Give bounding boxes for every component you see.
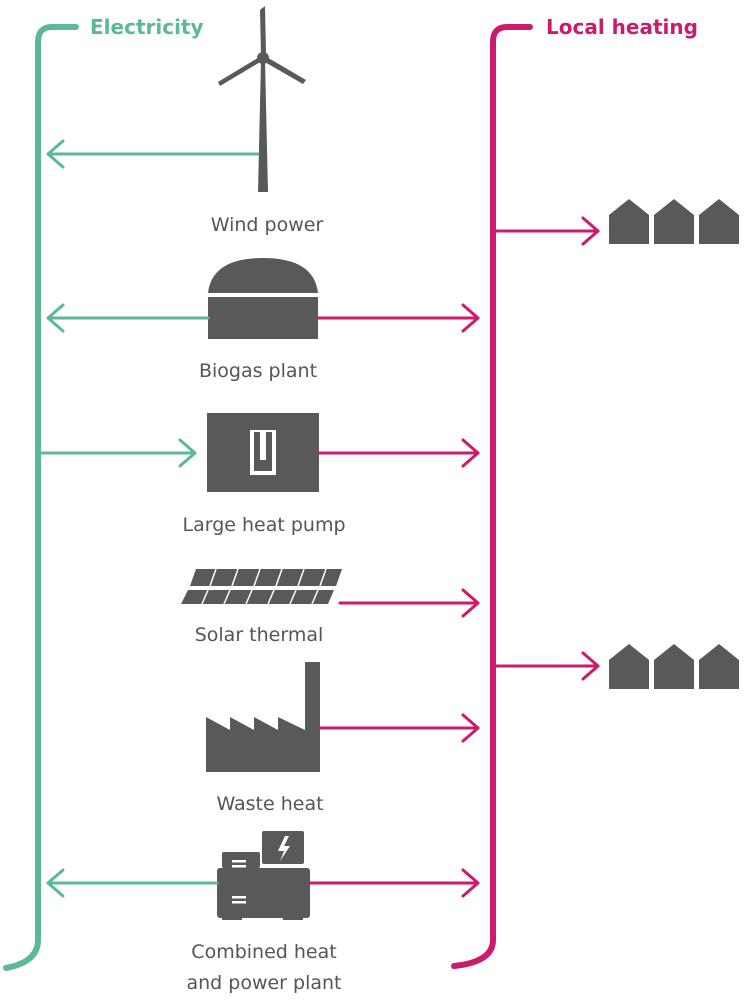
biogas-to-electricity-arrow <box>46 303 210 333</box>
waste-heat-source: Waste heat <box>206 662 324 815</box>
heat-pump-label: Large heat pump <box>182 514 345 536</box>
chp-to-electricity-arrow <box>46 868 219 898</box>
biogas-plant-source: Biogas plant <box>199 258 318 382</box>
heat-pump-icon <box>207 413 319 492</box>
chp-plant-label-line-1: Combined heat <box>191 941 336 963</box>
heat-pump-to-heating-arrow <box>317 438 480 468</box>
chp-plant-source: Combined heat and power plant <box>186 831 342 994</box>
electricity-bus-line <box>3 24 79 971</box>
waste-heat-label: Waste heat <box>216 793 323 815</box>
electricity-bus-label: Electricity <box>90 15 204 39</box>
biogas-to-heating-arrow <box>316 303 480 333</box>
biogas-dome-icon <box>208 258 318 339</box>
heat-pump-source: Large heat pump <box>182 413 346 536</box>
chp-generator-icon <box>217 831 310 920</box>
chp-plant-label-line-2: and power plant <box>186 972 341 994</box>
electricity-to-heat-pump-arrow <box>36 438 197 468</box>
factory-icon <box>206 662 320 772</box>
heating-to-houses-top-arrow <box>491 216 600 246</box>
solar-thermal-source: Solar thermal <box>181 568 342 646</box>
houses-bottom-icon <box>609 644 739 689</box>
wind-power-source: Wind power <box>211 6 324 236</box>
wind-to-electricity-arrow <box>46 139 260 169</box>
solar-to-heating-arrow <box>338 588 480 618</box>
biogas-plant-label: Biogas plant <box>199 360 317 382</box>
wind-power-label: Wind power <box>211 214 324 236</box>
houses-top-icon <box>609 199 739 244</box>
waste-heat-to-heating-arrow <box>318 713 480 743</box>
heating-to-houses-bottom-arrow <box>491 651 600 681</box>
solar-panels-icon <box>181 568 342 605</box>
heating-bus-line <box>451 24 533 969</box>
solar-thermal-label: Solar thermal <box>195 624 324 646</box>
wind-turbine-icon <box>218 6 306 192</box>
heating-bus-label: Local heating <box>546 15 698 39</box>
chp-to-heating-arrow <box>308 868 480 898</box>
